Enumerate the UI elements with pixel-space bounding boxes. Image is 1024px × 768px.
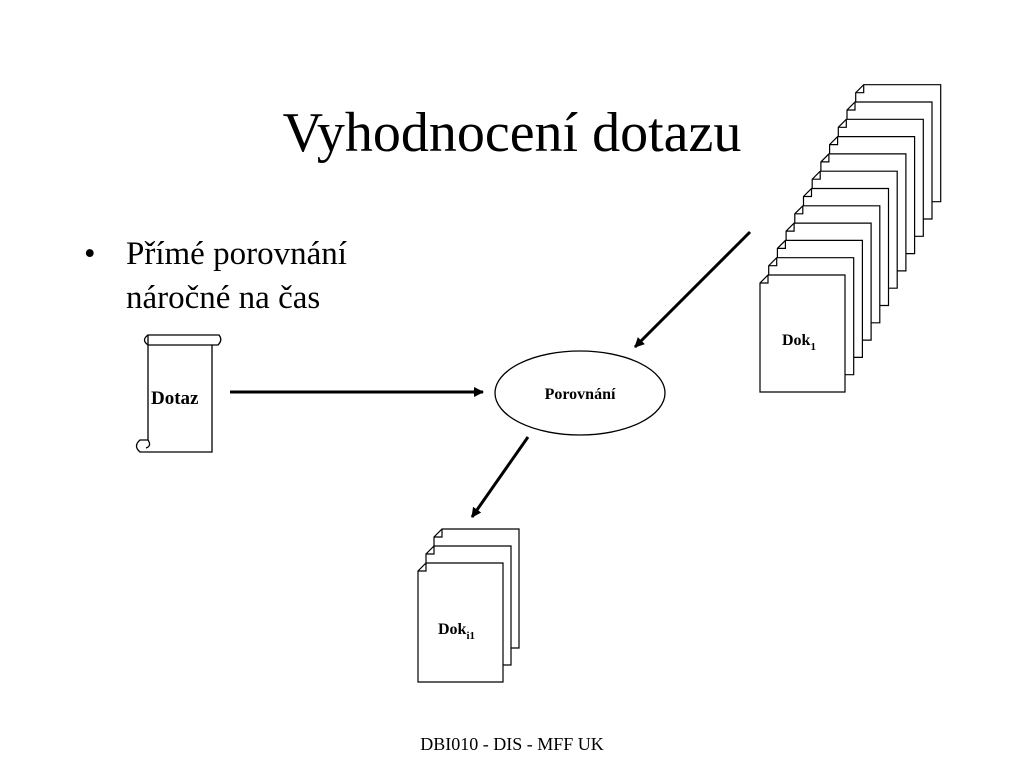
collection-to-compare-arrow	[633, 230, 752, 349]
page-fold	[426, 546, 435, 555]
page-fold	[847, 102, 856, 111]
result-document-page	[417, 562, 504, 683]
page-fold	[768, 257, 778, 267]
collection-document-page	[759, 274, 846, 393]
compare-ellipse	[494, 350, 666, 436]
result-document-stack	[417, 528, 520, 683]
page-fold	[803, 188, 813, 198]
page-fold	[760, 275, 769, 284]
slide-title: Vyhodnocení dotazu	[282, 102, 742, 164]
compare-to-result-arrow	[470, 436, 530, 518]
page-fold	[434, 529, 443, 538]
page-fold	[820, 153, 830, 163]
bullet-item: • Přímé porovnání náročné na čas	[84, 232, 424, 320]
query-label: Dotaz	[151, 388, 199, 409]
page-fold	[855, 84, 865, 94]
document-collection-stack	[759, 84, 942, 393]
page-fold	[812, 171, 821, 180]
page-fold	[777, 240, 786, 249]
page-fold	[829, 136, 839, 146]
page-fold	[838, 119, 847, 128]
bullet-text: Přímé porovnání náročné na čas	[126, 236, 347, 316]
slide-footer: DBI010 - DIS - MFF UK	[420, 734, 604, 754]
page-fold	[786, 223, 795, 232]
page-fold	[418, 563, 427, 572]
query-scroll-icon	[135, 334, 222, 453]
compare-label: Porovnání	[545, 386, 616, 403]
page-fold	[794, 205, 804, 215]
bullet-symbol: •	[84, 236, 96, 272]
bullet-list: • Přímé porovnání náročné na čas	[84, 232, 424, 320]
collection-doc-label: Dok1	[782, 332, 816, 353]
result-doc-label: Doki1	[438, 621, 475, 642]
